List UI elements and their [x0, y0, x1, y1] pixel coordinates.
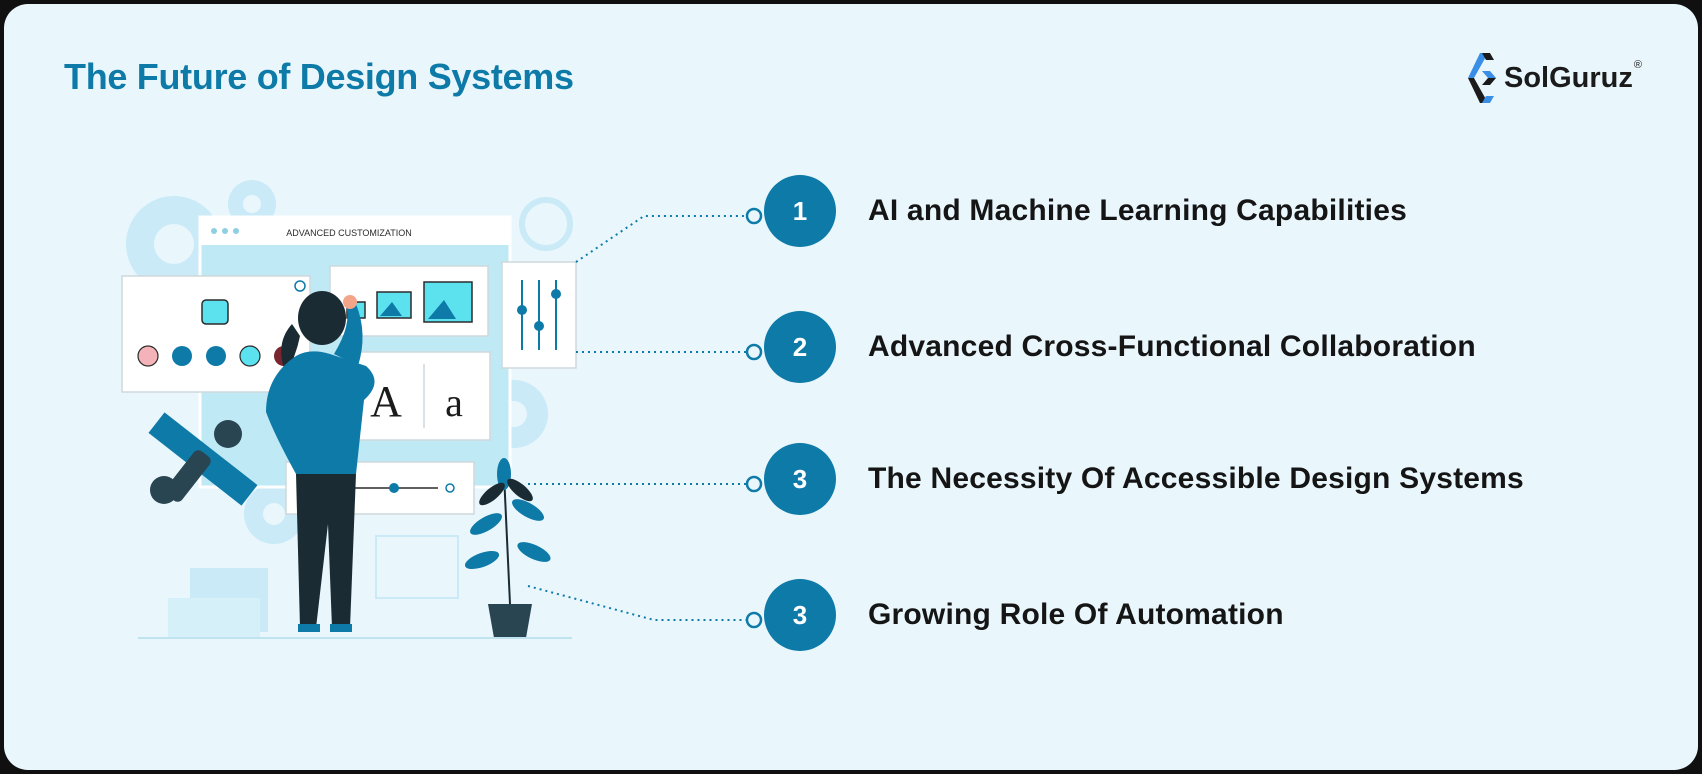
swatch — [137, 345, 159, 367]
registered-mark: ® — [1633, 59, 1642, 71]
step-label: AI and Machine Learning Capabilities — [868, 194, 1407, 227]
typography-panel: A a — [353, 351, 491, 441]
step-number-badge: 3 — [764, 443, 836, 515]
connector-lines — [527, 215, 750, 621]
brand-name: SolGuruz — [1504, 61, 1633, 94]
brand-logo: SolGuruz ® — [1464, 50, 1642, 106]
woman-figure — [266, 291, 375, 632]
solguruz-logo-icon — [1468, 53, 1496, 103]
connector-node — [745, 343, 763, 361]
step-number-badge: 2 — [764, 311, 836, 383]
step-label: Growing Role Of Automation — [868, 598, 1284, 631]
list-item: 3 The Necessity Of Accessible Design Sys… — [764, 442, 1524, 516]
swatch — [206, 346, 226, 366]
step-number-badge: 1 — [764, 175, 836, 247]
type-specimen-lower: a — [445, 380, 463, 425]
design-illustration: ADVANCED CUSTOMIZATION A a — [121, 180, 763, 639]
slider-panel — [501, 261, 577, 369]
plant-illustration — [464, 458, 551, 638]
list-item: 2 Advanced Cross-Functional Collaboratio… — [764, 310, 1476, 384]
list-item: 3 Growing Role Of Automation — [764, 578, 1284, 652]
wrench-icon — [148, 412, 258, 506]
connector-node — [745, 207, 763, 225]
page-title: The Future of Design Systems — [64, 56, 574, 97]
step-label: Advanced Cross-Functional Collaboration — [868, 330, 1476, 363]
swatch — [239, 345, 261, 367]
connector-node — [745, 611, 763, 629]
step-number-badge: 3 — [764, 579, 836, 651]
step-label: The Necessity Of Accessible Design Syste… — [868, 462, 1524, 495]
connector-node — [745, 475, 763, 493]
type-specimen-upper: A — [370, 377, 402, 426]
list-item: 1 AI and Machine Learning Capabilities — [764, 174, 1407, 248]
infographic-card: The Future of Design Systems SolGuruz ® — [4, 4, 1698, 770]
window-title: ADVANCED CUSTOMIZATION — [286, 228, 412, 238]
swatch — [172, 346, 192, 366]
